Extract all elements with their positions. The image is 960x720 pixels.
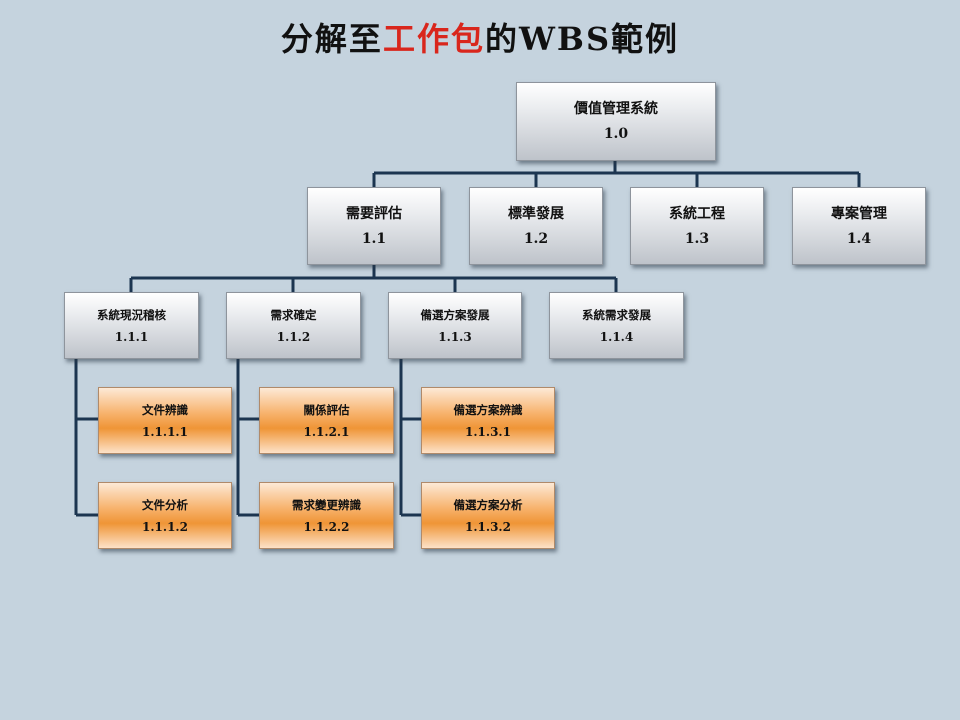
title-prefix: 分解至 [280,20,383,58]
wbs-node-1-1-4[interactable]: 系統需求發展 1.1.4 [549,292,684,359]
node-name: 系統工程 [669,205,725,222]
title-suffix: 的WBS範例 [484,20,680,58]
node-name: 專案管理 [831,205,887,222]
node-code: 1.1.2 [276,329,311,344]
node-code: 1.2 [523,230,549,247]
wbs-node-1-0[interactable]: 價值管理系統 1.0 [516,82,716,161]
wbs-node-1-1-1-2[interactable]: 文件分析 1.1.1.2 [98,482,232,549]
wbs-node-1-1-2-1[interactable]: 關係評估 1.1.2.1 [259,387,394,454]
node-name: 標準發展 [508,205,564,222]
wbs-node-1-1-3[interactable]: 備選方案發展 1.1.3 [388,292,522,359]
wbs-node-1-3[interactable]: 系統工程 1.3 [630,187,764,265]
node-code: 1.4 [846,230,872,247]
wbs-node-1-1-3-2[interactable]: 備選方案分析 1.1.3.2 [421,482,555,549]
node-name: 價值管理系統 [574,101,658,117]
node-code: 1.1.3 [438,329,472,344]
node-name: 需求確定 [270,307,317,322]
wbs-node-1-1-2[interactable]: 需求確定 1.1.2 [226,292,361,359]
title-highlight: 工作包 [382,20,485,58]
node-code: 1.1 [361,230,387,247]
wbs-node-1-1[interactable]: 需要評估 1.1 [307,187,441,265]
node-name: 需要評估 [346,205,402,222]
node-name: 備選方案分析 [453,497,523,512]
node-code: 1.3 [684,230,710,247]
wbs-node-1-1-2-2[interactable]: 需求變更辨識 1.1.2.2 [259,482,394,549]
page-title: 分解至工作包的WBS範例 [0,14,960,64]
node-name: 備選方案發展 [420,307,490,322]
wbs-node-1-4[interactable]: 專案管理 1.4 [792,187,926,265]
node-name: 系統現況稽核 [97,307,166,322]
node-code: 1.1.2.2 [303,519,350,534]
node-code: 1.1.1.1 [142,424,188,439]
node-name: 系統需求發展 [582,307,651,322]
node-code: 1.1.1.2 [142,519,188,534]
node-name: 文件分析 [142,497,188,512]
wbs-node-1-1-1-1[interactable]: 文件辨識 1.1.1.1 [98,387,232,454]
node-code: 1.1.4 [599,329,634,344]
node-name: 備選方案辨識 [453,402,523,417]
wbs-node-1-1-1[interactable]: 系統現況稽核 1.1.1 [64,292,199,359]
wbs-node-1-1-3-1[interactable]: 備選方案辨識 1.1.3.1 [421,387,555,454]
node-name: 文件辨識 [142,402,188,417]
node-code: 1.1.3.1 [465,424,511,439]
node-code: 1.1.1 [114,329,149,344]
node-code: 1.1.3.2 [465,519,511,534]
node-code: 1.0 [603,126,629,142]
node-name: 需求變更辨識 [292,497,361,512]
node-name: 關係評估 [303,402,350,417]
node-code: 1.1.2.1 [303,424,350,439]
wbs-node-1-2[interactable]: 標準發展 1.2 [469,187,603,265]
